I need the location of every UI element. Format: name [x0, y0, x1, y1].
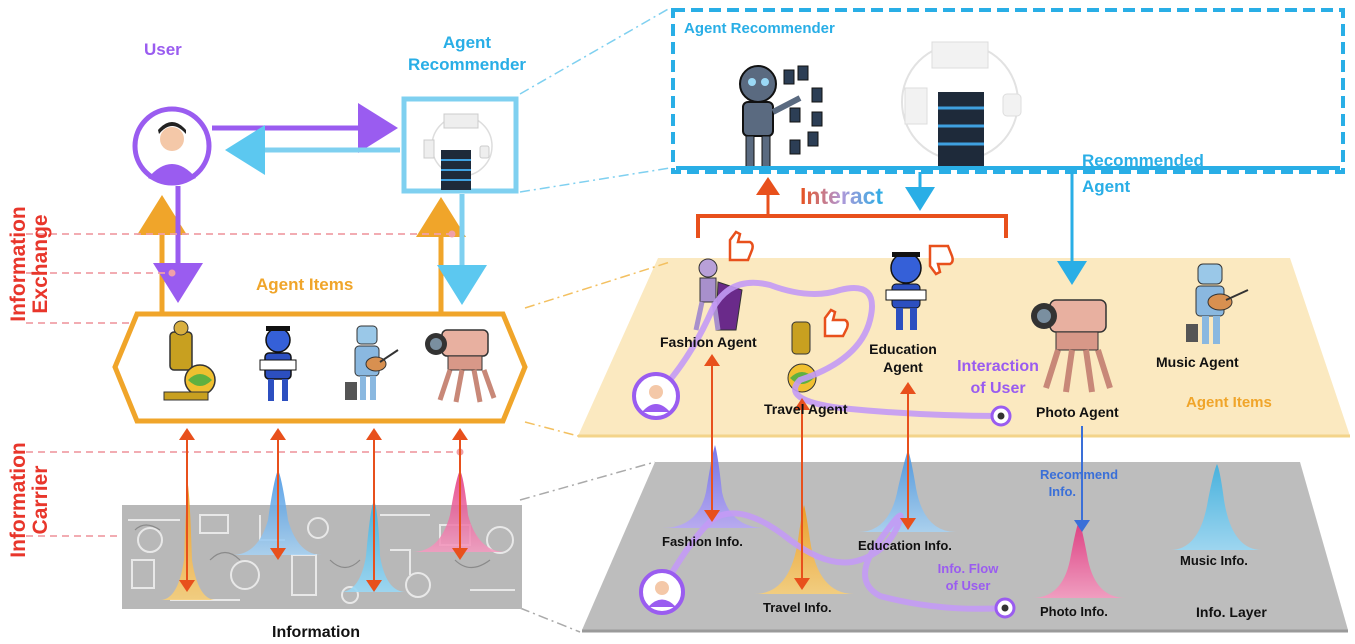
robot-icon	[739, 65, 823, 169]
user-avatar-icon	[132, 106, 212, 186]
recommender-box-right	[671, 8, 1345, 174]
music-info-label: Music Info.	[1180, 553, 1248, 568]
interact-label: Interact	[800, 183, 884, 209]
info-layer	[582, 462, 1348, 630]
information-label: Information	[272, 624, 360, 641]
interaction-path	[653, 279, 1001, 419]
photo-info-label: Photo Info.	[1040, 604, 1108, 619]
camera-robot-icon	[1031, 299, 1113, 393]
information-carrier-label: Information Carrier	[7, 442, 52, 558]
guitar-robot-icon	[345, 325, 399, 400]
recommend-info-label: Recommend Info.	[1040, 467, 1118, 499]
thumbs-down-icon	[928, 244, 954, 276]
info-layer-label: Info. Layer	[1196, 604, 1267, 620]
agent-items-layer	[578, 258, 1350, 436]
education-info-label: Education Info.	[858, 538, 952, 553]
robot-icon	[885, 252, 927, 330]
peak-music-info	[1170, 464, 1262, 550]
robot-icon	[259, 326, 297, 401]
travel-agent-label: Travel Agent	[764, 401, 848, 417]
interaction-of-user-label: Interaction of User	[957, 358, 1039, 397]
user-label: User	[144, 40, 182, 59]
server-icon	[901, 41, 1022, 166]
peak-photo-info	[1032, 520, 1126, 598]
travel-info-label: Travel Info.	[763, 600, 832, 615]
photo-agent-label: Photo Agent	[1036, 404, 1119, 420]
globe-robot-icon	[163, 320, 216, 401]
info-flow-of-user-label: Info. Flow of User	[937, 561, 999, 593]
education-agent-label: Education Agent	[869, 341, 937, 375]
thumbs-up-icon	[728, 230, 849, 338]
user-avatar-icon	[639, 569, 685, 615]
guitar-robot-icon	[1186, 263, 1249, 344]
fashion-agent-label: Fashion Agent	[660, 334, 757, 350]
agent-items-label: Agent Items	[256, 275, 354, 294]
information-exchange-label: Information Exchange	[7, 206, 52, 322]
recommender-box-title: Agent Recommender	[684, 20, 835, 37]
recommended-agent-label: Recommended Agent	[1082, 151, 1204, 196]
server-icon	[423, 113, 493, 190]
agent-items-hexagon	[112, 311, 528, 424]
camera-robot-icon	[425, 329, 497, 403]
agent-recommender-label: Agent Recommender	[407, 33, 527, 74]
agent-items-layer-label: Agent Items	[1186, 394, 1272, 411]
music-agent-label: Music Agent	[1156, 354, 1239, 370]
user-avatar-icon	[632, 372, 680, 420]
fashion-info-label: Fashion Info.	[662, 534, 743, 549]
